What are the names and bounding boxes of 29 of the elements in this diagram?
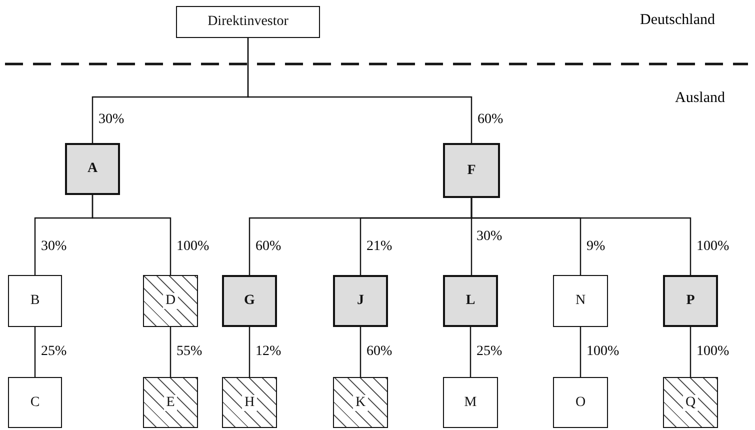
connector-line: [247, 38, 472, 143]
company-box: C: [8, 377, 62, 428]
company-box: N: [553, 275, 608, 327]
company-box: M: [443, 377, 498, 428]
connector-line: [34, 327, 36, 377]
investor-box: Direktinvestor: [176, 6, 320, 38]
company-box: A: [65, 143, 120, 195]
company-box: F: [443, 143, 500, 198]
company-box: K: [333, 377, 388, 428]
company-box: O: [553, 377, 608, 428]
connector-line: [470, 327, 472, 377]
connector-line: [170, 327, 172, 377]
company-box: E: [143, 377, 198, 428]
connector-line: [248, 327, 250, 377]
company-box: D: [143, 275, 198, 327]
region-label: Ausland: [675, 90, 725, 107]
connector-line: [580, 327, 582, 377]
connector-line: [690, 327, 692, 377]
company-box: L: [443, 275, 498, 327]
company-box: B: [8, 275, 62, 327]
company-box: J: [333, 275, 388, 327]
region-label: Deutschland: [640, 12, 715, 29]
company-box: Q: [663, 377, 718, 428]
connector-line: [92, 195, 172, 275]
company-box: H: [222, 377, 277, 428]
connector-line: [470, 198, 692, 275]
company-box: P: [663, 275, 718, 327]
company-box: G: [222, 275, 277, 327]
connector-line: [360, 327, 362, 377]
